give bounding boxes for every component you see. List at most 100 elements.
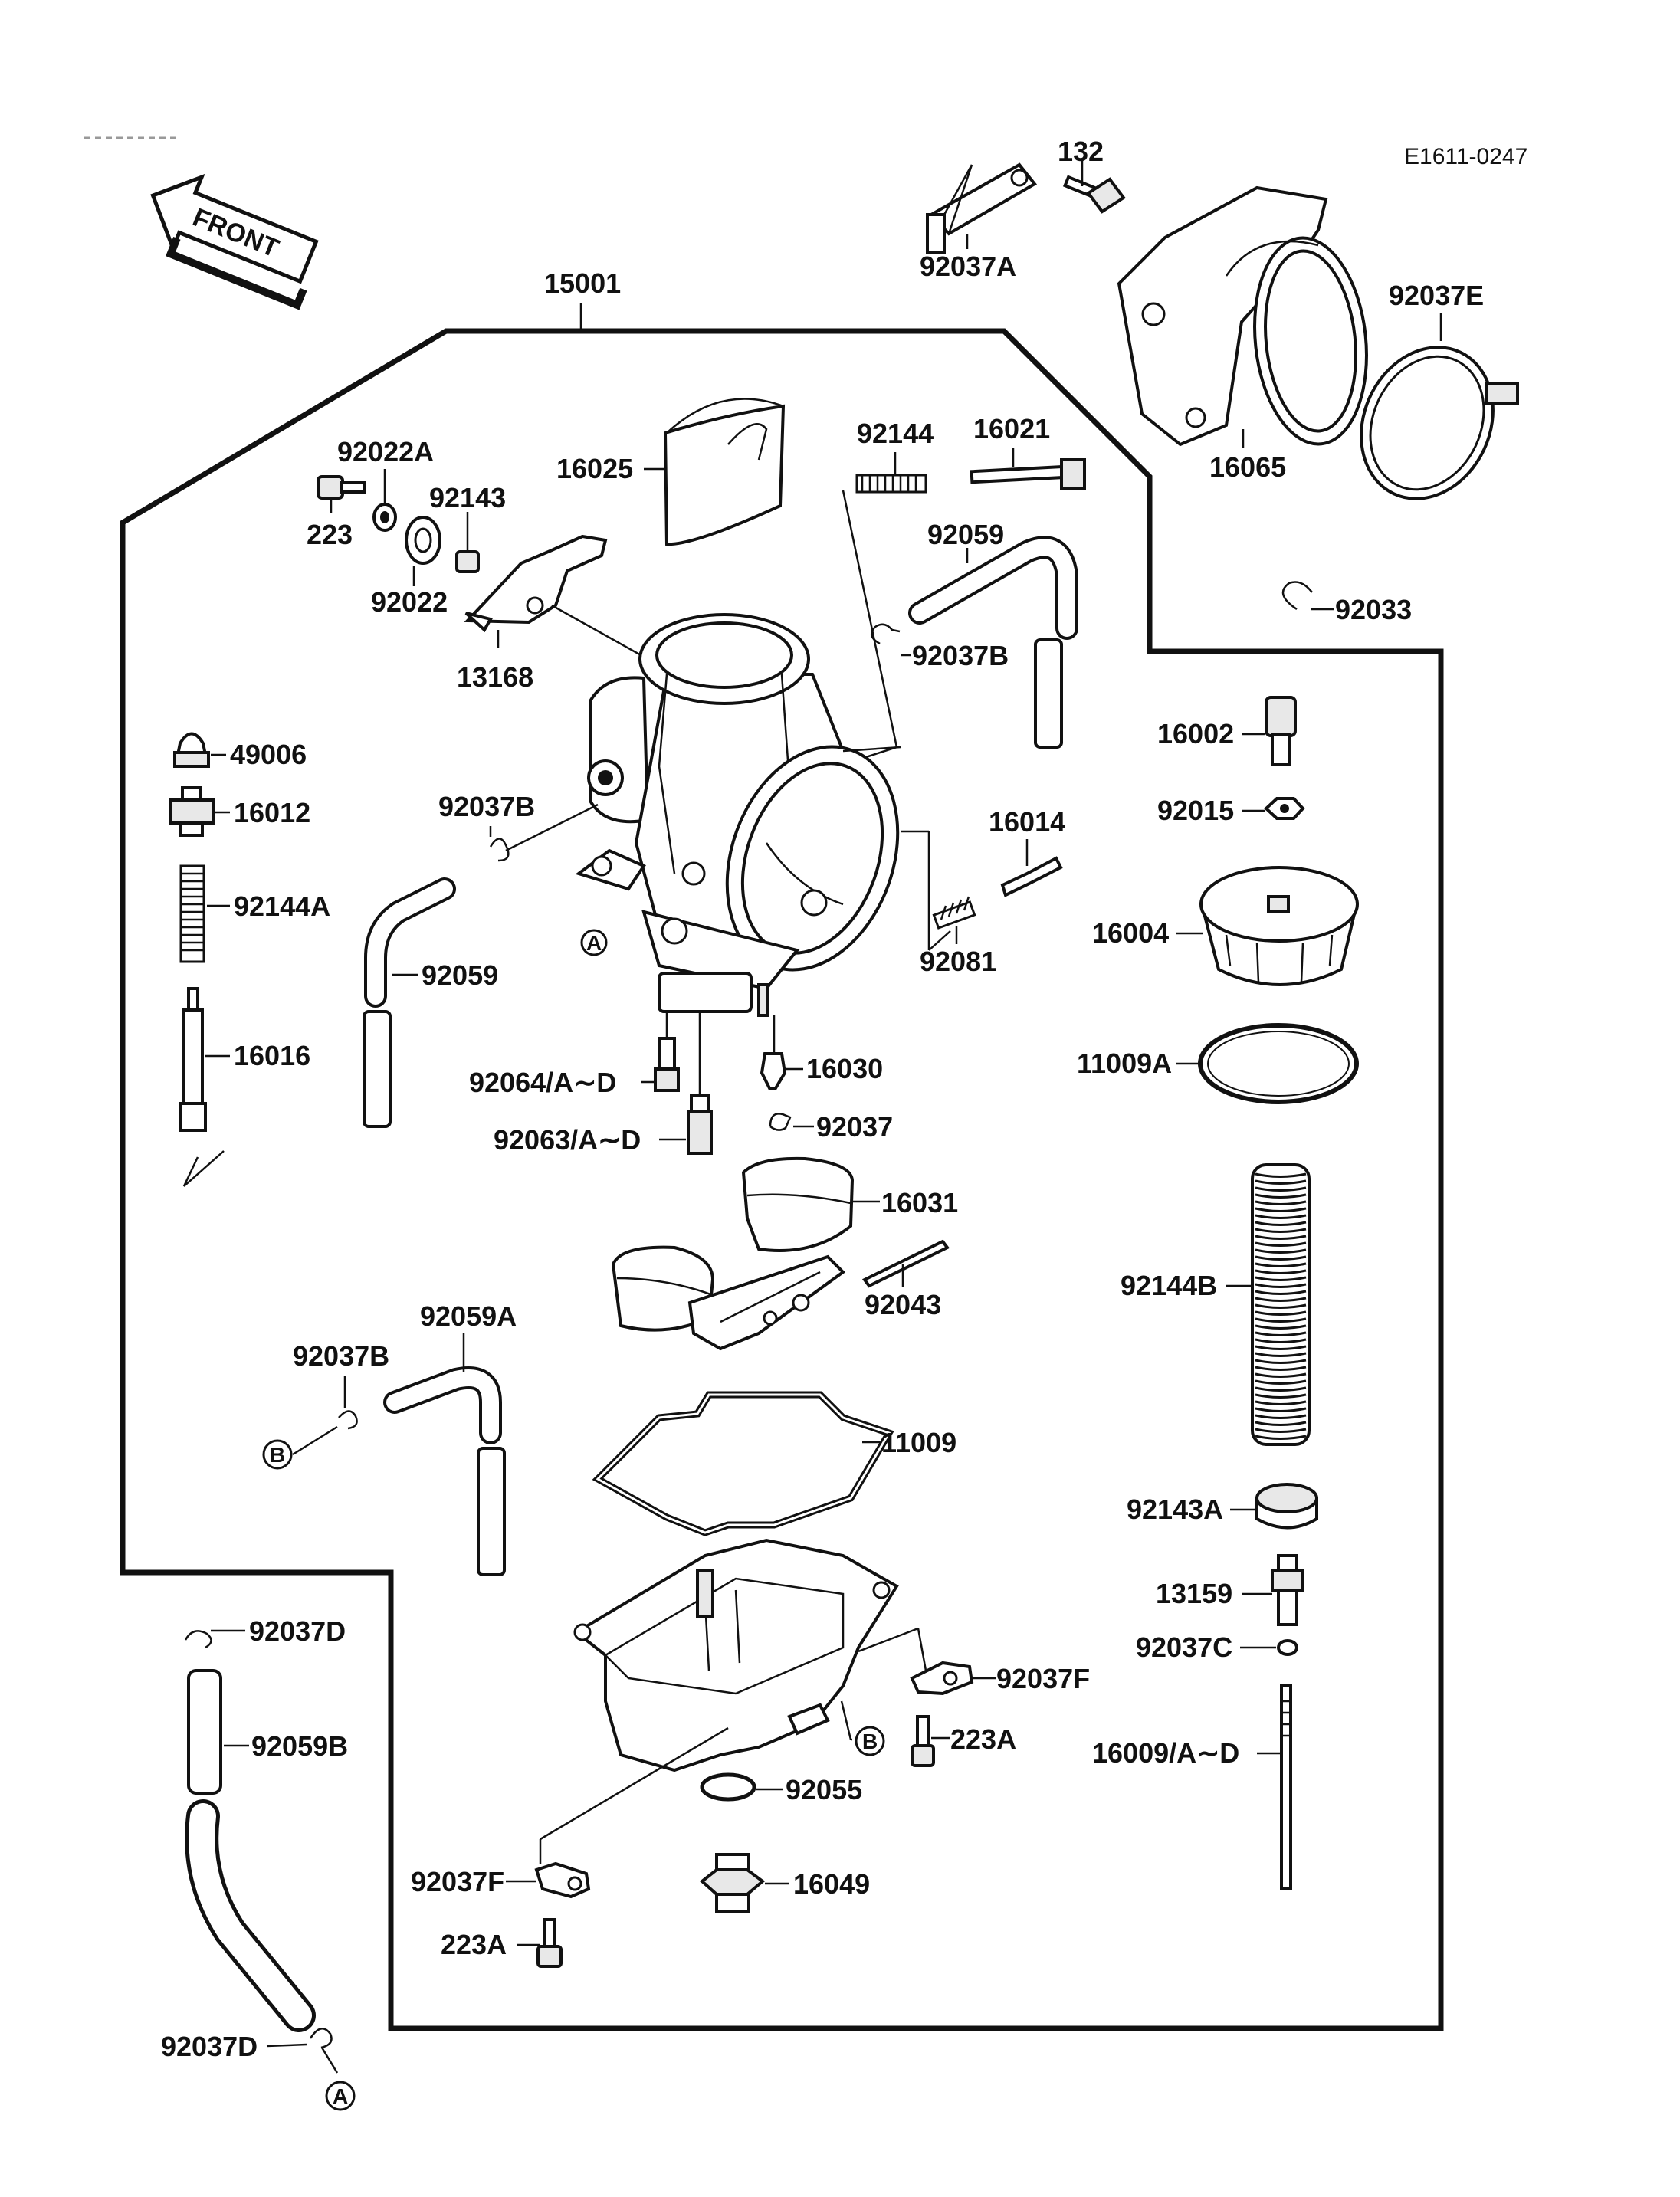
float-valve-16030 (760, 1052, 787, 1090)
tube-92059A (383, 1366, 506, 1576)
clip-92037D-bottom (309, 2028, 333, 2049)
screw-16021 (970, 458, 1086, 490)
label-92037F-left: 92037F (411, 1866, 504, 1897)
oring-11009A (1198, 1023, 1359, 1104)
label-92037C: 92037C (1136, 1631, 1232, 1663)
label-92022: 92022 (371, 586, 448, 618)
cap-16004 (1199, 866, 1359, 986)
label-223A-left: 223A (441, 1929, 507, 1960)
nut-16012 (169, 786, 215, 837)
clip-92037B-top (870, 623, 901, 645)
label-92059-top: 92059 (927, 519, 1004, 550)
label-16004: 16004 (1092, 917, 1169, 949)
clip-92037B-mid (489, 838, 510, 862)
label-132: 132 (1058, 136, 1104, 167)
needle-pointer (182, 1150, 225, 1187)
label-16012: 16012 (234, 797, 310, 828)
needle-16016 (179, 987, 207, 1132)
ref-marker-b-left-text: B (270, 1443, 285, 1467)
label-92143: 92143 (429, 482, 506, 513)
intake-cover-16065 (1117, 185, 1368, 447)
screw-16014 (1000, 856, 1063, 897)
label-92037: 92037 (816, 1111, 893, 1143)
clamp-plate-92037F-right (910, 1661, 974, 1696)
label-92022A: 92022A (337, 436, 434, 467)
jet-92064 (654, 1037, 680, 1092)
spring-92144 (855, 474, 927, 494)
lever-13168 (464, 534, 608, 633)
label-49006: 49006 (230, 739, 307, 770)
spring-92144B (1251, 1163, 1311, 1446)
needle-16009 (1280, 1684, 1292, 1890)
label-92064: 92064/A∼D (469, 1067, 616, 1098)
oring-92055 (700, 1772, 756, 1802)
label-92033: 92033 (1335, 594, 1412, 625)
ref-marker-b-right (855, 1726, 885, 1756)
label-16065: 16065 (1209, 451, 1286, 483)
label-92059B: 92059B (251, 1730, 348, 1762)
label-16016: 16016 (234, 1040, 310, 1071)
label-92037D-top: 92037D (249, 1615, 346, 1647)
bolt-132 (1062, 175, 1126, 214)
label-92059A: 92059A (420, 1300, 517, 1332)
throttle-valve-16025 (663, 398, 786, 546)
ref-marker-a-bottom (325, 2081, 356, 2111)
label-92037A: 92037A (920, 251, 1016, 282)
label-11009A: 11009A (1077, 1048, 1172, 1079)
label-92063: 92063/A∼D (494, 1124, 641, 1156)
label-13168: 13168 (457, 661, 533, 693)
assembly-label: 15001 (544, 267, 621, 299)
bolt-223 (317, 475, 366, 500)
label-92037F-right: 92037F (996, 1663, 1090, 1694)
bushing-92143A (1255, 1483, 1318, 1530)
ref-marker-b-right-text: B (862, 1730, 878, 1753)
float-bowl (573, 1538, 899, 1772)
label-223: 223 (307, 519, 353, 550)
screw-16002 (1265, 696, 1297, 766)
label-16009: 16009/A∼D (1092, 1737, 1239, 1769)
tube-92059-left (363, 877, 456, 1128)
nut-92015 (1264, 797, 1305, 820)
label-92144: 92144 (857, 418, 934, 449)
ref-code: E1611-0247 (1404, 144, 1527, 169)
clip-92037 (769, 1113, 792, 1131)
tube-92059-top (908, 536, 1078, 749)
label-92037B-top: 92037B (912, 640, 1009, 671)
pin-92043 (861, 1239, 950, 1288)
label-16021: 16021 (973, 413, 1050, 444)
label-92043: 92043 (865, 1289, 941, 1320)
ref-marker-a-body-text: A (586, 931, 602, 955)
washer-92022A (372, 503, 397, 532)
front-arrow-icon: FRONT (150, 173, 319, 310)
carburetor-body (575, 613, 900, 1017)
label-92143A: 92143A (1127, 1494, 1223, 1525)
drain-plug-16049 (699, 1853, 766, 1913)
float-16031 (611, 1156, 855, 1351)
label-92055: 92055 (786, 1774, 862, 1805)
label-16002: 16002 (1157, 718, 1234, 749)
ref-marker-a-bottom-text: A (333, 2084, 348, 2108)
label-11009: 11009 (881, 1427, 956, 1458)
clip-92033 (1281, 581, 1313, 611)
bolt-223A-left (536, 1918, 563, 1968)
bushing-92143 (455, 550, 480, 573)
label-16014: 16014 (989, 806, 1065, 838)
ref-marker-b-left (262, 1439, 293, 1470)
assembly-boundary (120, 328, 1444, 2031)
label-92059-left: 92059 (422, 959, 498, 991)
gasket-11009 (592, 1391, 894, 1536)
clip-92037D-top (184, 1630, 212, 1649)
label-16030: 16030 (806, 1053, 883, 1084)
washer-92022 (405, 516, 441, 565)
cap-49006 (173, 732, 210, 768)
label-92144A: 92144A (234, 890, 330, 922)
tube-92059B (185, 1669, 316, 2032)
label-13159: 13159 (1156, 1578, 1232, 1609)
label-92144B: 92144B (1121, 1270, 1217, 1301)
clip-92037B-low (338, 1410, 358, 1430)
label-16031: 16031 (881, 1187, 958, 1218)
bolt-223A-right (911, 1715, 935, 1767)
clip-92037C (1277, 1639, 1298, 1656)
spring-92081 (932, 896, 976, 930)
